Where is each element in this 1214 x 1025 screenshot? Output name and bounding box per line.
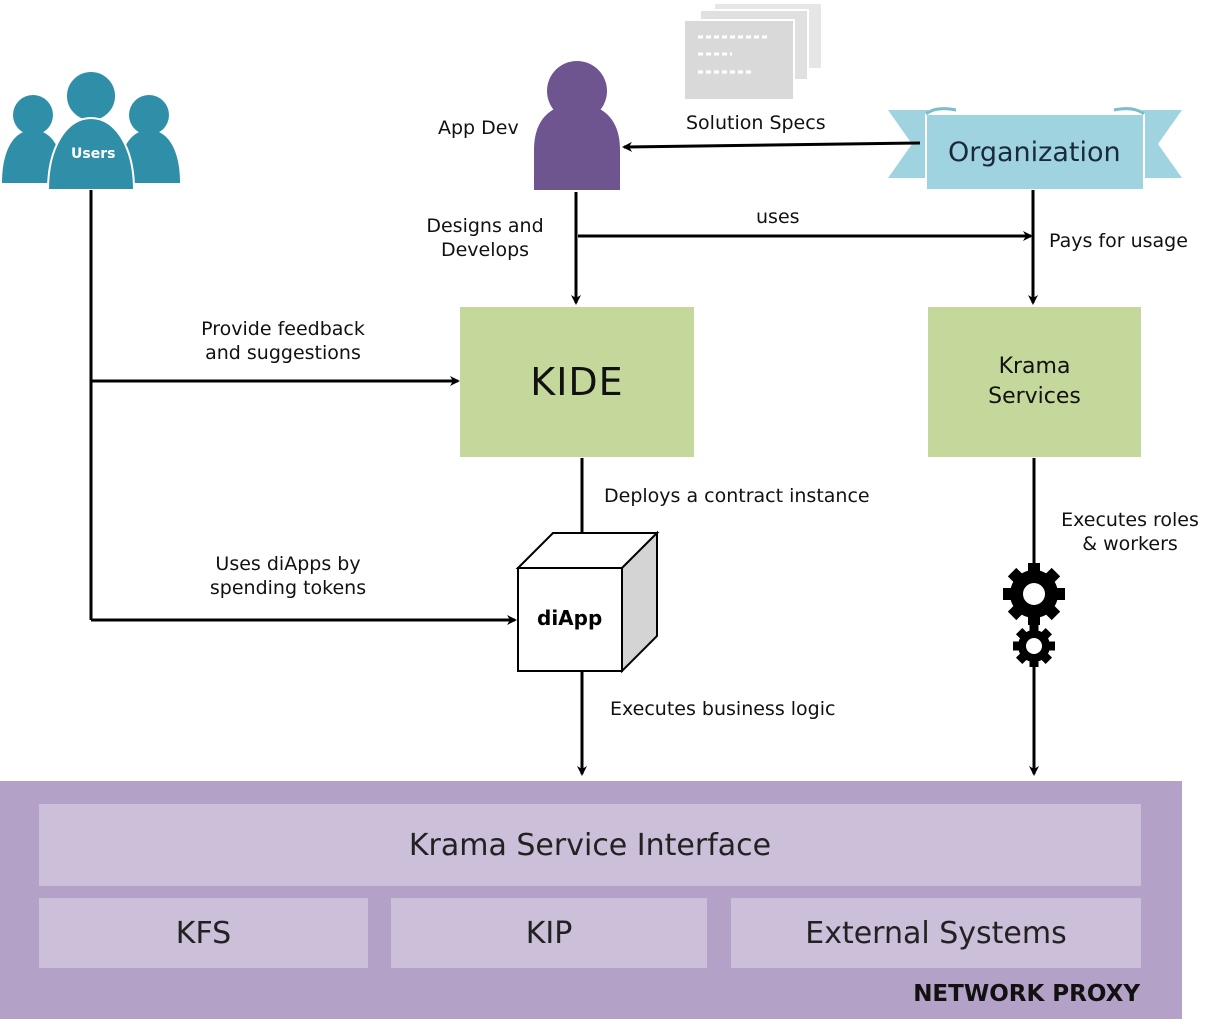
app-dev-icon (534, 61, 620, 190)
kfs-label: KFS (175, 915, 232, 951)
external-systems-label: External Systems (805, 915, 1067, 951)
organization-label: Organization (948, 137, 1121, 168)
executes-logic-label: Executes business logic (610, 698, 836, 720)
executes-roles-label: Executes roles & workers (1061, 509, 1199, 555)
kip-label: KIP (525, 915, 573, 951)
kide-box: KIDE (460, 307, 694, 457)
cube-icon (515, 530, 660, 674)
external-systems-box: External Systems (731, 898, 1141, 968)
kip-box: KIP (391, 898, 707, 968)
krama-services-label: Krama Services (988, 354, 1081, 409)
designs-develops-label: Designs and Develops (426, 215, 544, 261)
users-label: Users (71, 146, 116, 162)
diapp-label: diApp (537, 606, 603, 630)
krama-services-box: Krama Services (928, 307, 1141, 457)
pays-for-usage-label: Pays for usage (1049, 230, 1188, 252)
banner-icon (888, 107, 1182, 191)
kfs-box: KFS (39, 898, 368, 968)
service-interface-label: Krama Service Interface (408, 827, 772, 863)
users-icon (2, 70, 180, 191)
network-proxy-panel: Krama Service Interface KFS KIP External… (0, 781, 1182, 1019)
service-interface-box: Krama Service Interface (39, 804, 1141, 886)
kide-label: KIDE (530, 360, 624, 404)
uses-label: uses (756, 206, 800, 228)
network-proxy-title: NETWORK PROXY (913, 981, 1140, 1007)
document-stack-icon (683, 2, 823, 101)
solution-specs-label: Solution Specs (686, 112, 826, 134)
deploys-contract-label: Deploys a contract instance (604, 485, 870, 507)
app-dev-label: App Dev (438, 117, 519, 139)
gear-icon (1003, 563, 1065, 667)
provide-feedback-label: Provide feedback and suggestions (201, 318, 365, 364)
uses-diapps-label: Uses diApps by spending tokens (209, 553, 367, 599)
